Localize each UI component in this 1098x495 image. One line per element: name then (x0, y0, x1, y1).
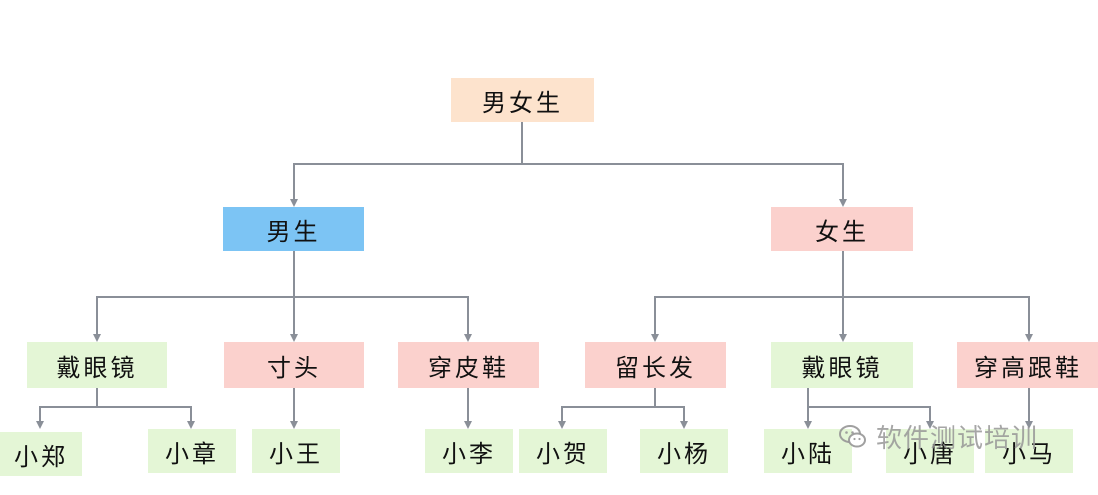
long-hair-node: 留长发 (585, 342, 726, 388)
female-glasses-node: 戴眼镜 (771, 342, 913, 388)
leaf-he: 小贺 (519, 429, 607, 473)
leather-shoes-node: 穿皮鞋 (398, 342, 539, 388)
leaf-lu: 小陆 (764, 429, 852, 473)
leaf-tang: 小唐 (886, 429, 974, 473)
root-node: 男女生 (451, 78, 594, 122)
wechat-icon (839, 424, 866, 447)
high-heels-node: 穿高跟鞋 (957, 342, 1098, 388)
crewcut-node: 寸头 (224, 342, 364, 388)
leaf-li: 小李 (425, 429, 513, 473)
male-node: 男生 (223, 207, 364, 251)
leaf-zheng: 小郑 (0, 432, 82, 476)
male-glasses-node: 戴眼镜 (27, 342, 167, 388)
watermark-text: 软件测试培训 (876, 424, 1039, 454)
leaf-wang: 小王 (252, 429, 340, 473)
leaf-yang: 小杨 (640, 429, 728, 473)
leaf-zhang: 小章 (148, 429, 236, 473)
female-node: 女生 (771, 207, 913, 251)
watermark: 软件测试培训 (838, 418, 1038, 455)
leaf-ma: 小马 (985, 429, 1073, 473)
